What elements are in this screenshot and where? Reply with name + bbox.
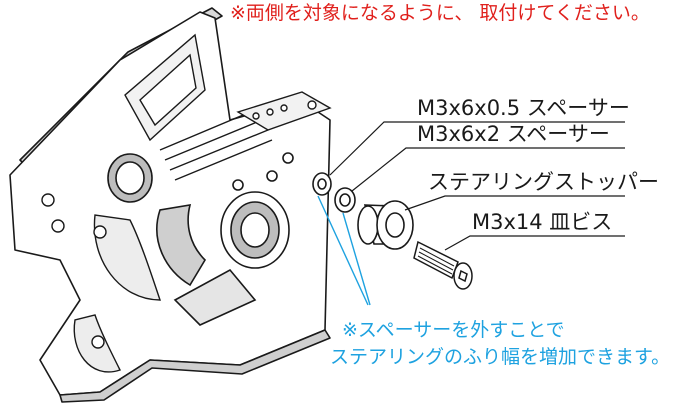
assembly-note-top: ※両側を対象になるように、 取付けてください。 <box>230 2 650 24</box>
label-spacer-m3x6x0.5: M3x6x0.5 スペーサー <box>417 96 630 120</box>
label-spacer-m3x6x2: M3x6x2 スペーサー <box>417 122 610 146</box>
spacer-note-line2: ステアリングのふり幅を増加できます。 <box>330 346 671 368</box>
spacer-m3x6x0.5 <box>312 172 332 196</box>
spacer-m3x6x2 <box>334 187 356 213</box>
plate-cutouts <box>41 33 273 373</box>
steering-stopper <box>357 200 414 250</box>
flat-head-screw <box>413 240 473 290</box>
top-block <box>236 91 332 131</box>
note-leader-lines <box>317 195 371 306</box>
label-flat-head-screw: M3x14 皿ビス <box>472 210 613 234</box>
label-steering-stopper: ステアリングストッパー <box>428 170 659 194</box>
leader-lines <box>329 121 625 251</box>
motor-bore <box>107 152 294 326</box>
spacer-note-line1: ※スペーサーを外すことで <box>342 319 565 341</box>
